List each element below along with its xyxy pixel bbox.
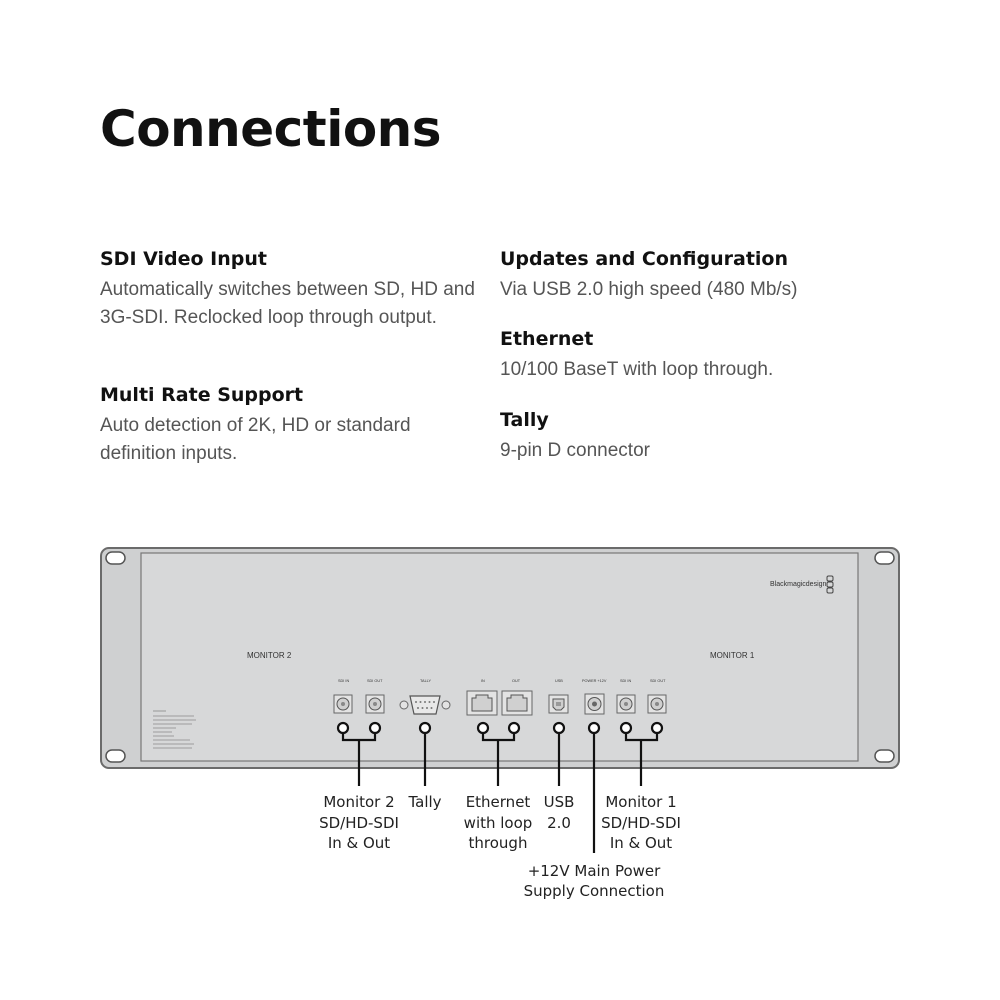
brand-logo-icon	[826, 575, 834, 594]
spec-body: 10/100 BaseT with loop through.	[500, 359, 774, 380]
sdi-in-connector-monitor-2	[333, 694, 353, 714]
page-title: Connections	[100, 100, 442, 158]
spec-tally: Tally 9-pin D connector	[500, 407, 880, 465]
spec-heading: Multi Rate Support	[100, 384, 304, 406]
port-label: USB	[555, 679, 563, 683]
callout-leader-usb	[552, 721, 566, 786]
spec-heading: Updates and Configuration	[500, 248, 789, 270]
callout-ethernet-line: Ethernet	[466, 793, 531, 811]
spec-multi-rate-support: Multi Rate Support Auto detection of 2K,…	[100, 382, 480, 468]
port-label: SDI IN	[338, 679, 349, 683]
spec-ethernet: Ethernet 10/100 BaseT with loop through.	[500, 326, 880, 384]
brand-logo-text: Blackmagicdesign	[770, 581, 827, 588]
callout-monitor-2-line: Monitor 2	[323, 793, 394, 811]
callout-leader-tally	[418, 721, 432, 786]
callout-usb-line: 2.0	[547, 814, 571, 832]
spec-body: 9-pin D connector	[500, 440, 650, 461]
power-dc-connector	[584, 693, 605, 715]
tally-pinout-legend	[153, 710, 196, 749]
rack-mount-hole	[874, 749, 895, 763]
monitor-2-panel-label: MONITOR 2	[247, 651, 292, 660]
callout-leader-monitor-2	[336, 721, 382, 786]
ethernet-in-connector	[466, 690, 498, 716]
callout-power-line: Supply Connection	[524, 882, 665, 900]
spec-body: Auto detection of 2K, HD or standard def…	[100, 415, 411, 464]
callout-monitor-1-line: SD/HD-SDI	[601, 814, 681, 832]
callout-leader-ethernet	[476, 721, 521, 786]
spec-heading: SDI Video Input	[100, 248, 267, 270]
callout-tally: Tally	[407, 793, 441, 811]
callout-leader-monitor-1	[619, 721, 664, 786]
callout-monitor-1-line: Monitor 1	[605, 793, 676, 811]
sdi-in-connector-monitor-1	[616, 694, 636, 714]
callout-ethernet-line: with loop	[464, 814, 533, 832]
tally-db9-connector	[399, 695, 451, 715]
callout-ethernet-line: through	[469, 834, 528, 852]
port-label: SDI OUT	[650, 679, 666, 683]
callout-leader-power	[587, 721, 601, 853]
ethernet-out-connector	[501, 690, 533, 716]
rack-mount-hole	[105, 551, 126, 565]
callout-power-line: +12V Main Power	[528, 862, 661, 880]
usb-connector	[548, 694, 569, 714]
callout-usb-line: USB	[544, 793, 575, 811]
sdi-out-connector-monitor-1	[647, 694, 667, 714]
port-label: IN	[481, 679, 485, 683]
spec-heading: Tally	[500, 409, 549, 431]
rack-mount-hole	[105, 749, 126, 763]
monitor-1-panel-label: MONITOR 1	[710, 651, 755, 660]
callout-monitor-2-line: SD/HD-SDI	[319, 814, 399, 832]
spec-heading: Ethernet	[500, 328, 594, 350]
port-label: OUT	[512, 679, 521, 683]
spec-sdi-video-input: SDI Video Input Automatically switches b…	[100, 246, 480, 332]
spec-body: Via USB 2.0 high speed (480 Mb/s)	[500, 279, 798, 300]
spec-body: Automatically switches between SD, HD an…	[100, 279, 475, 328]
port-label: POWER +12V	[582, 679, 607, 683]
port-label: TALLY	[420, 679, 432, 683]
port-label: SDI IN	[620, 679, 631, 683]
rack-mount-hole	[874, 551, 895, 565]
rear-panel-face	[140, 552, 859, 762]
spec-updates-configuration: Updates and Configuration Via USB 2.0 hi…	[500, 246, 880, 304]
callout-monitor-1-line: In & Out	[610, 834, 672, 852]
port-label: SDI OUT	[367, 679, 383, 683]
sdi-out-connector-monitor-2	[365, 694, 385, 714]
callout-monitor-2-line: In & Out	[328, 834, 390, 852]
